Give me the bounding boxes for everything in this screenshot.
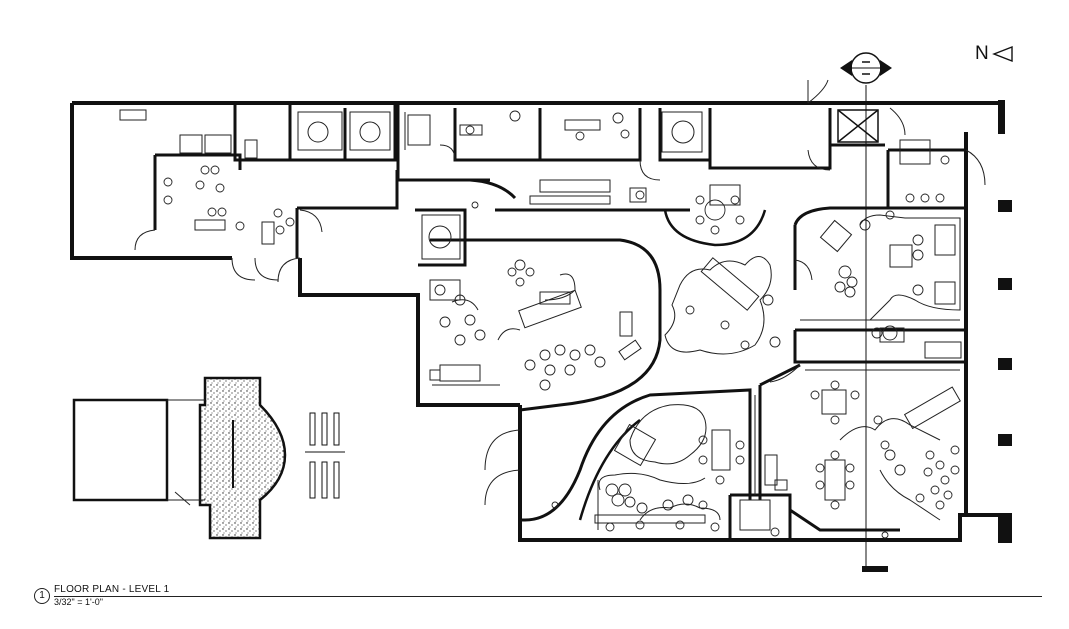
view-title: FLOOR PLAN - LEVEL 1: [54, 584, 170, 595]
column-blocks: [862, 100, 1012, 572]
triangle-outline-icon: [991, 45, 1013, 62]
casework-lines: [404, 112, 960, 530]
interior-walls: [153, 103, 966, 540]
door-swings: [134, 79, 986, 506]
section-line: [840, 52, 892, 570]
restroom-fixtures: [297, 111, 703, 260]
view-number: 1: [34, 588, 50, 604]
north-indicator: N: [975, 44, 1014, 63]
view-title-block: 1 FLOOR PLAN - LEVEL 1 3/32" = 1'-0": [34, 584, 1044, 624]
section-bubble-icon: [840, 52, 892, 84]
curved-partitions: [578, 209, 767, 521]
view-scale: 3/32" = 1'-0": [54, 597, 103, 607]
title-underline: [54, 596, 1042, 597]
chairs: [163, 110, 960, 539]
entry-planter: [72, 376, 287, 540]
elevator: [837, 109, 879, 143]
bench-bars: [305, 412, 345, 499]
north-label: N: [975, 43, 989, 64]
furniture-blocks: [119, 109, 962, 531]
organic-furniture: [451, 214, 961, 521]
